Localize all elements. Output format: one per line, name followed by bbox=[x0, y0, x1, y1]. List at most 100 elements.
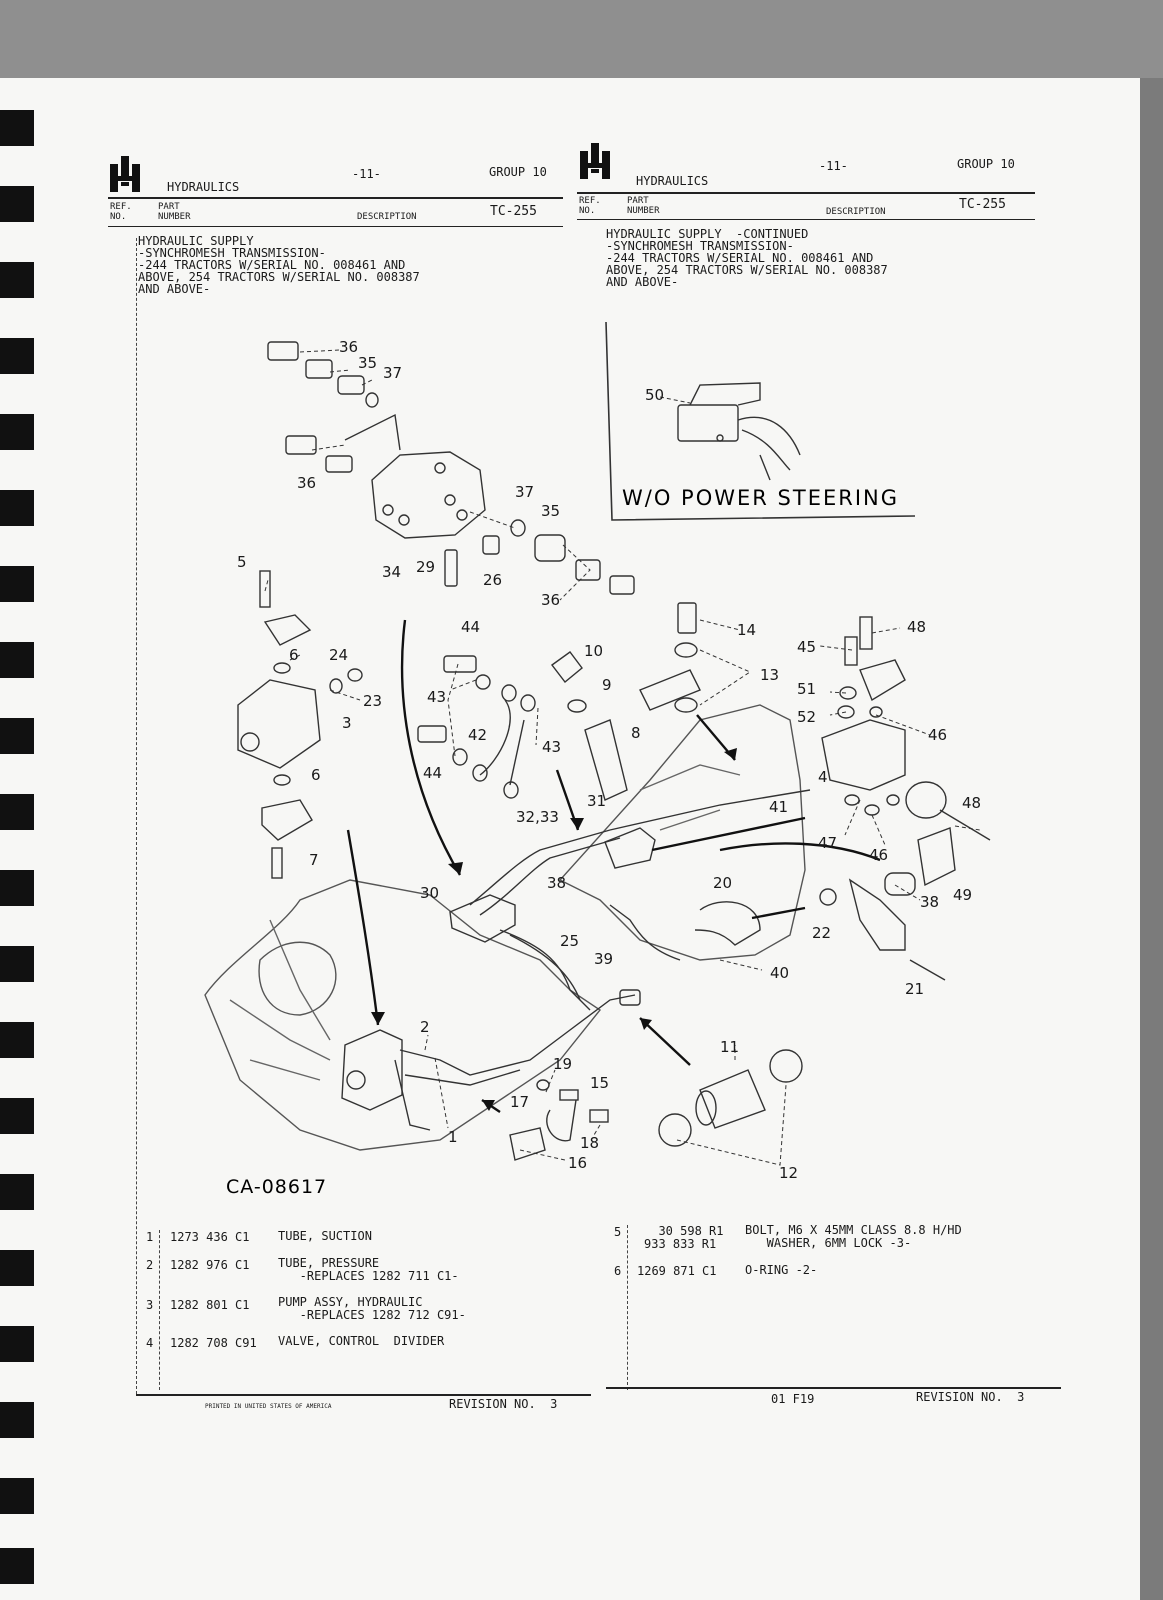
callout-label: 31 bbox=[587, 792, 606, 810]
callout-label: 46 bbox=[928, 726, 947, 744]
callout-label: 44 bbox=[461, 618, 480, 636]
callout-label: 25 bbox=[560, 932, 579, 950]
section-title-left: HYDRAULICS bbox=[167, 180, 240, 194]
callout-label: 44 bbox=[423, 764, 442, 782]
callout-label: 15 bbox=[590, 1074, 609, 1092]
callout-label: 5 bbox=[237, 553, 247, 571]
callout-label: 34 bbox=[382, 563, 401, 581]
ih-logo-right bbox=[580, 143, 610, 179]
callout-label: 26 bbox=[483, 571, 502, 589]
callout-label: 7 bbox=[309, 851, 319, 869]
col-desc-right: DESCRIPTION bbox=[826, 207, 886, 217]
callout-label: 23 bbox=[363, 692, 382, 710]
callout-label: 36 bbox=[339, 338, 358, 356]
parts-row-4-part: 1282 708 C91 bbox=[170, 1336, 257, 1350]
parts-row-1-ref: 1 bbox=[146, 1230, 154, 1244]
group-label-right: GROUP 10 bbox=[957, 157, 1015, 171]
callout-label: 52 bbox=[797, 708, 816, 726]
page-edge-shadow bbox=[1140, 78, 1163, 1600]
header-subrule-right bbox=[577, 219, 1035, 220]
callout-label: 32,33 bbox=[516, 808, 559, 826]
parts-row-5-desc: BOLT, M6 X 45MM CLASS 8.8 H/HD WASHER, 6… bbox=[745, 1223, 962, 1250]
col-part-right: PART NUMBER bbox=[627, 196, 660, 216]
callout-label: 24 bbox=[329, 646, 348, 664]
callout-label: 20 bbox=[713, 874, 732, 892]
parts-row-3-desc: PUMP ASSY, HYDRAULIC -REPLACES 1282 712 … bbox=[278, 1295, 466, 1322]
parts-row-5-part: 30 598 R1 933 833 R1 bbox=[644, 1224, 724, 1251]
revision-left: REVISION NO. 3 bbox=[449, 1397, 558, 1411]
callout-label: 40 bbox=[770, 964, 789, 982]
callout-label: 48 bbox=[907, 618, 926, 636]
callout-label: 29 bbox=[416, 558, 435, 576]
callout-label: 21 bbox=[905, 980, 924, 998]
callout-label: 48 bbox=[962, 794, 981, 812]
callout-label: 37 bbox=[383, 364, 402, 382]
left-margin-rule bbox=[136, 238, 137, 1394]
callout-label: 36 bbox=[541, 591, 560, 609]
page-number-left: -11- bbox=[352, 167, 381, 181]
revision-right: REVISION NO. 3 bbox=[916, 1390, 1025, 1404]
callout-label: 39 bbox=[594, 950, 613, 968]
callout-label: 47 bbox=[818, 834, 837, 852]
callout-label: 50 bbox=[645, 386, 664, 404]
callout-label: 46 bbox=[869, 846, 888, 864]
parts-row-6-part: 1269 871 C1 bbox=[637, 1264, 717, 1278]
page-code: 01 F19 bbox=[771, 1392, 815, 1406]
callout-label: 22 bbox=[812, 924, 831, 942]
callout-label: 6 bbox=[311, 766, 321, 784]
section-title-right: HYDRAULICS bbox=[636, 174, 709, 188]
callout-label: 4 bbox=[818, 768, 828, 786]
parts-row-1-part: 1273 436 C1 bbox=[170, 1230, 250, 1244]
col-ref-left: REF. NO. bbox=[110, 202, 132, 222]
drawing-number: CA-08617 bbox=[226, 1176, 327, 1198]
callout-label: 42 bbox=[468, 726, 487, 744]
col-ref-right: REF. NO. bbox=[579, 196, 601, 216]
tc-label-right: TC-255 bbox=[959, 197, 1006, 212]
parts-row-4-ref: 4 bbox=[146, 1336, 154, 1350]
callout-label: 51 bbox=[797, 680, 816, 698]
col-desc-left: DESCRIPTION bbox=[357, 212, 417, 222]
callout-label: 10 bbox=[584, 642, 603, 660]
inset-caption: W/O POWER STEERING bbox=[622, 486, 899, 510]
callout-label: 43 bbox=[427, 688, 446, 706]
callout-label: 2 bbox=[420, 1018, 430, 1036]
parts-row-3-ref: 3 bbox=[146, 1298, 154, 1312]
callout-label: 36 bbox=[297, 474, 316, 492]
header-rule-right bbox=[577, 192, 1035, 194]
callout-label: 30 bbox=[420, 884, 439, 902]
callout-label: 38 bbox=[920, 893, 939, 911]
catalog-page bbox=[0, 78, 1140, 1600]
callout-label: 17 bbox=[510, 1093, 529, 1111]
footer-rule-left bbox=[136, 1394, 591, 1396]
parts-row-2-part: 1282 976 C1 bbox=[170, 1258, 250, 1272]
ih-logo-left bbox=[110, 156, 140, 192]
parts-row-6-desc: O-RING -2- bbox=[745, 1263, 818, 1277]
printed-notice: PRINTED IN UNITED STATES OF AMERICA bbox=[205, 1403, 332, 1410]
callout-label: 1 bbox=[448, 1128, 458, 1146]
callout-label: 14 bbox=[737, 621, 756, 639]
group-label-left: GROUP 10 bbox=[489, 165, 547, 179]
parts-row-4-desc: VALVE, CONTROL DIVIDER bbox=[278, 1334, 445, 1348]
callout-label: 45 bbox=[797, 638, 816, 656]
callout-label: 18 bbox=[580, 1134, 599, 1152]
callout-label: 6 bbox=[289, 646, 299, 664]
scan-background bbox=[0, 0, 1163, 82]
callout-label: 13 bbox=[760, 666, 779, 684]
callout-label: 41 bbox=[769, 798, 788, 816]
callout-label: 38 bbox=[547, 874, 566, 892]
parts-row-2-ref: 2 bbox=[146, 1258, 154, 1272]
callout-label: 8 bbox=[631, 724, 641, 742]
callout-label: 43 bbox=[542, 738, 561, 756]
callout-label: 37 bbox=[515, 483, 534, 501]
parts-row-3-part: 1282 801 C1 bbox=[170, 1298, 250, 1312]
footer-rule-right bbox=[606, 1387, 1061, 1389]
parts-row-6-ref: 6 bbox=[614, 1264, 622, 1278]
callout-label: 49 bbox=[953, 886, 972, 904]
callout-label: 9 bbox=[602, 676, 612, 694]
callout-label: 11 bbox=[720, 1038, 739, 1056]
right-ref-rule bbox=[627, 1225, 628, 1390]
tc-label-left: TC-255 bbox=[490, 204, 537, 219]
parts-row-5-ref: 5 bbox=[614, 1225, 622, 1239]
callout-label: 16 bbox=[568, 1154, 587, 1172]
